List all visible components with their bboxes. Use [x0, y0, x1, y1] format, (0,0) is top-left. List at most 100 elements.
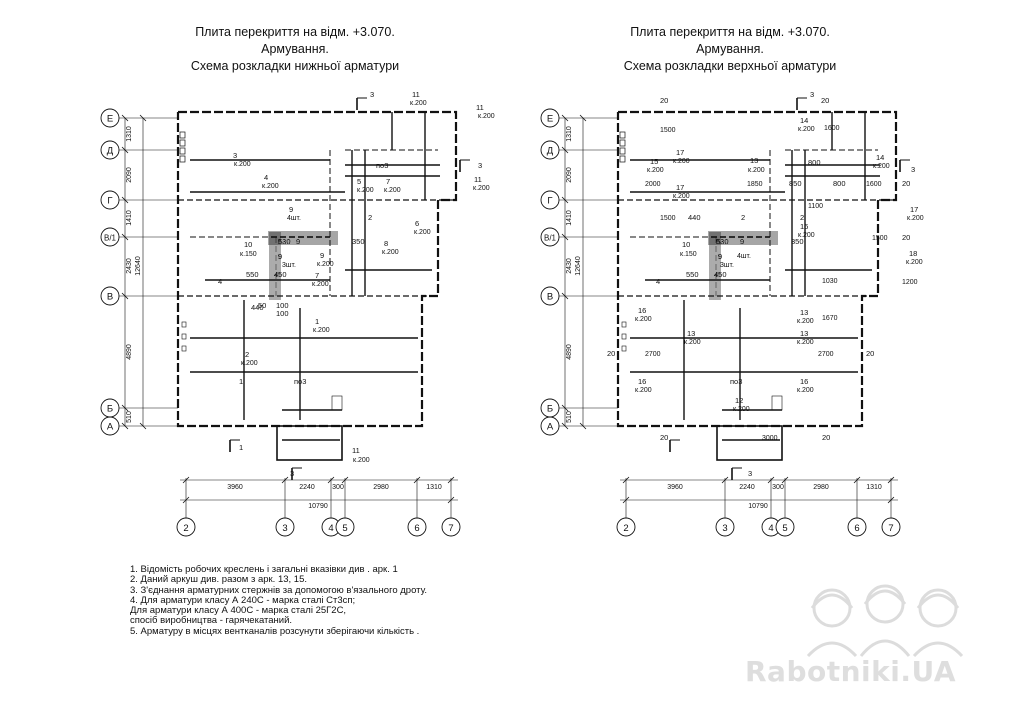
vent-channel	[619, 131, 626, 139]
column-dimension: 2980	[813, 484, 829, 491]
rebar-label: 1500	[660, 215, 676, 222]
right-drawing-title: Плита перекриття на відм. +3.070. Армува…	[585, 24, 875, 75]
note-line: 3. З'єднання арматурних стержнів за допо…	[130, 584, 428, 596]
rebar-label: 530	[716, 237, 729, 246]
rebar-label: 450	[714, 270, 727, 279]
vent-channel	[179, 147, 186, 155]
rebar-label: 2700	[818, 351, 834, 358]
vent-channel	[181, 333, 187, 340]
rebar-label: к.200	[312, 281, 329, 288]
row-axis-label: Е	[107, 114, 113, 125]
rebar-label: 20	[821, 96, 829, 105]
row-axis-label: А	[107, 422, 114, 433]
rebar-label: к.200	[798, 126, 815, 133]
rebar-label: 100	[276, 309, 289, 318]
rebar-label: 8	[384, 239, 388, 248]
rebar-label: 9	[296, 237, 300, 246]
column-axis-label: 7	[888, 523, 893, 534]
row-axis-label: Б	[547, 404, 553, 415]
rebar-label: к.200	[873, 163, 890, 170]
rebar-label: 17	[910, 205, 918, 214]
rebar-label: 9	[278, 252, 282, 261]
rebar-label: к.200	[797, 387, 814, 394]
column-axis-label: 4	[768, 523, 773, 534]
column-dimension: 1310	[426, 484, 442, 491]
rebar-label: 6	[415, 219, 419, 228]
rebar-label: 14	[800, 116, 808, 125]
rebar-label: 3	[748, 469, 752, 478]
column-dimension: 2980	[373, 484, 389, 491]
column-axis-label: 2	[183, 523, 188, 534]
rebar-label: к.200	[733, 406, 750, 413]
rebar-label: 850	[789, 179, 802, 188]
row-dimension: 510	[566, 411, 573, 423]
rebar-label: к.200	[635, 316, 652, 323]
rebar-label: 10	[244, 240, 252, 249]
rebar-label: 440	[251, 303, 264, 312]
column-total-dimension: 10790	[748, 503, 768, 510]
rebar-label: 20	[866, 349, 874, 358]
rebar-label: 2	[800, 213, 804, 222]
rebar-label: 800	[808, 158, 821, 167]
rebar-label: 18	[909, 249, 917, 258]
rebar-label: 11	[476, 103, 484, 112]
rebar-label: к.200	[797, 339, 814, 346]
rebar-label: 450	[274, 270, 287, 279]
rebar-label: 2700	[645, 351, 661, 358]
rebar-label: 7	[386, 177, 390, 186]
rebar-label: 1100	[808, 203, 823, 210]
row-dimension: 1310	[126, 126, 133, 142]
slab-outline	[176, 110, 458, 428]
column-dimension: 2240	[299, 484, 315, 491]
rebar-label: 16	[638, 306, 646, 315]
rebar-label: 4	[264, 173, 268, 182]
rebar-label: 13	[750, 156, 758, 165]
rebar-label: 13	[800, 308, 808, 317]
column-dim-tick	[182, 496, 190, 504]
row-dim-tick	[579, 114, 587, 122]
rebar-label: 3	[911, 165, 915, 174]
rebar-label: к.200	[353, 457, 370, 464]
rebar-label: 14	[876, 153, 884, 162]
rebar-label: по3	[294, 377, 306, 386]
vent-channel	[619, 139, 626, 147]
rebar-label: к.200	[635, 387, 652, 394]
row-total-dimension: 12640	[135, 256, 142, 276]
rebar-label: к.200	[234, 161, 251, 168]
row-dim-tick	[139, 422, 147, 430]
rebar-label: к.200	[797, 318, 814, 325]
watermark-text: Rabotniki.UA	[745, 655, 957, 688]
rebar-label: по3	[730, 377, 742, 386]
rebar-label: 11	[412, 90, 420, 99]
title-line: Схема розкладки нижньої арматури	[190, 59, 400, 73]
column-dimension: 3960	[667, 484, 683, 491]
column-dimension: 300	[332, 484, 344, 491]
column-dimension: 1310	[866, 484, 882, 491]
row-dimension: 2090	[126, 167, 133, 183]
title-line: Плита перекриття на відм. +3.070.	[630, 25, 830, 39]
rebar-label: 3	[290, 469, 294, 478]
rebar-label: 1	[239, 443, 243, 452]
column-axis-label: 5	[342, 523, 347, 534]
rebar-label: к.200	[473, 185, 490, 192]
row-dim-tick	[579, 422, 587, 430]
rebar-label: 4шт.	[287, 215, 301, 222]
rebar-label: к.200	[647, 167, 664, 174]
rebar-label: к.200	[798, 232, 815, 239]
rebar-label: 16	[800, 222, 808, 231]
rebar-label: к.200	[357, 187, 374, 194]
rebar-label: 350	[352, 237, 365, 246]
note-line: Для арматури класу А 400С - марка сталі …	[130, 605, 347, 617]
rebar-label: по3	[376, 161, 388, 170]
rebar-label: 3	[478, 161, 482, 170]
rebar-label: 17	[676, 148, 684, 157]
rebar-label: 50	[258, 301, 266, 310]
rebar-label: 440	[688, 213, 701, 222]
vent-channel	[621, 345, 627, 352]
note-line: 4. Для арматури класу А 240С - марка ста…	[130, 594, 356, 606]
rebar-label: к.200	[478, 113, 495, 120]
rebar-label: 1500	[660, 127, 676, 134]
row-axis-label: Г	[547, 196, 552, 207]
rebar-label: 9	[740, 237, 744, 246]
